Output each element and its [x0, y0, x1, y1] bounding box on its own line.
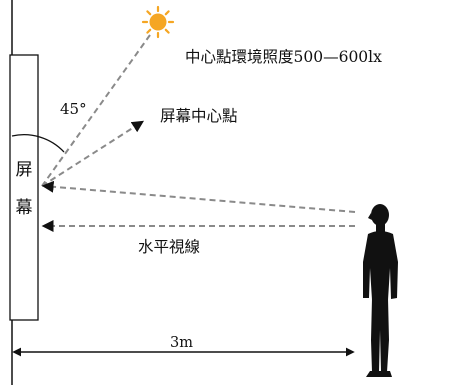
angle-arc: [11, 134, 65, 153]
person-silhouette-icon: [363, 204, 398, 377]
horizontal-sight-label: 水平視線: [138, 238, 200, 256]
sun-icon: [141, 5, 175, 39]
eye-to-screen-center-dashed-arrow: [41, 180, 356, 213]
screen-label-char1: 屏: [16, 160, 33, 180]
angle-label: 45°: [60, 100, 87, 118]
screen-panel: [9, 54, 39, 321]
sun-illuminance-label: 中心點環境照度500—600lx: [185, 47, 382, 66]
distance-label: 3m: [170, 335, 193, 351]
screen-center-label: 屏幕中心點: [160, 107, 238, 125]
screen-center-dashed-arrow: [41, 120, 145, 187]
sun-to-screen-dashed-line: [41, 34, 151, 187]
screen-label-char2: 幕: [16, 198, 33, 218]
